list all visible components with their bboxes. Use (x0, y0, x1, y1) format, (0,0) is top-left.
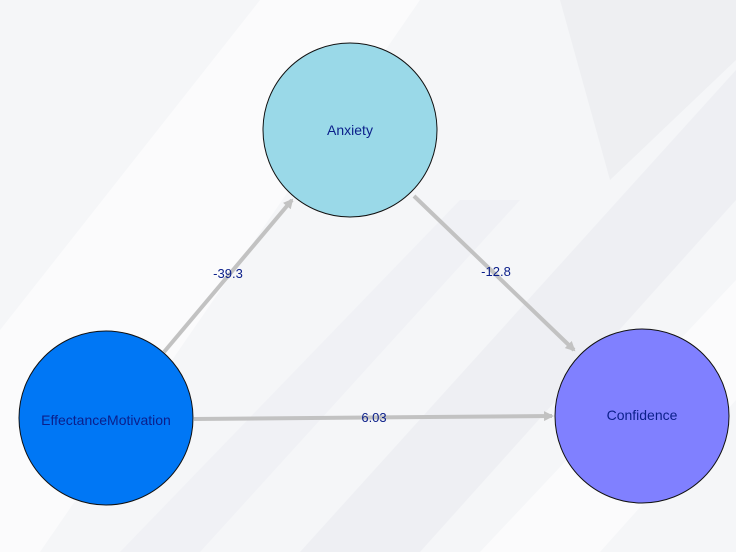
node-effectance-circle (18, 330, 194, 506)
node-confidence[interactable]: Confidence (554, 328, 730, 504)
edge-weight-anxiety-confidence: -12.8 (481, 264, 511, 279)
node-effectance-label: EffectanceMotivation (41, 412, 171, 428)
edge-weight-effectance-anxiety: -39.3 (213, 266, 243, 281)
node-anxiety[interactable]: Anxiety (262, 42, 438, 218)
node-anxiety-circle (262, 42, 438, 218)
node-confidence-circle (554, 328, 730, 504)
node-effectance-motivation[interactable]: EffectanceMotivation (18, 330, 194, 506)
edge-effectance-to-confidence (193, 411, 554, 422)
edge-anxiety-to-confidence (412, 194, 576, 352)
edge-effectance-to-anxiety (162, 198, 294, 354)
edge-weight-effectance-confidence: 6.03 (361, 410, 386, 425)
node-anxiety-label: Anxiety (327, 122, 373, 138)
node-confidence-label: Confidence (607, 407, 678, 423)
